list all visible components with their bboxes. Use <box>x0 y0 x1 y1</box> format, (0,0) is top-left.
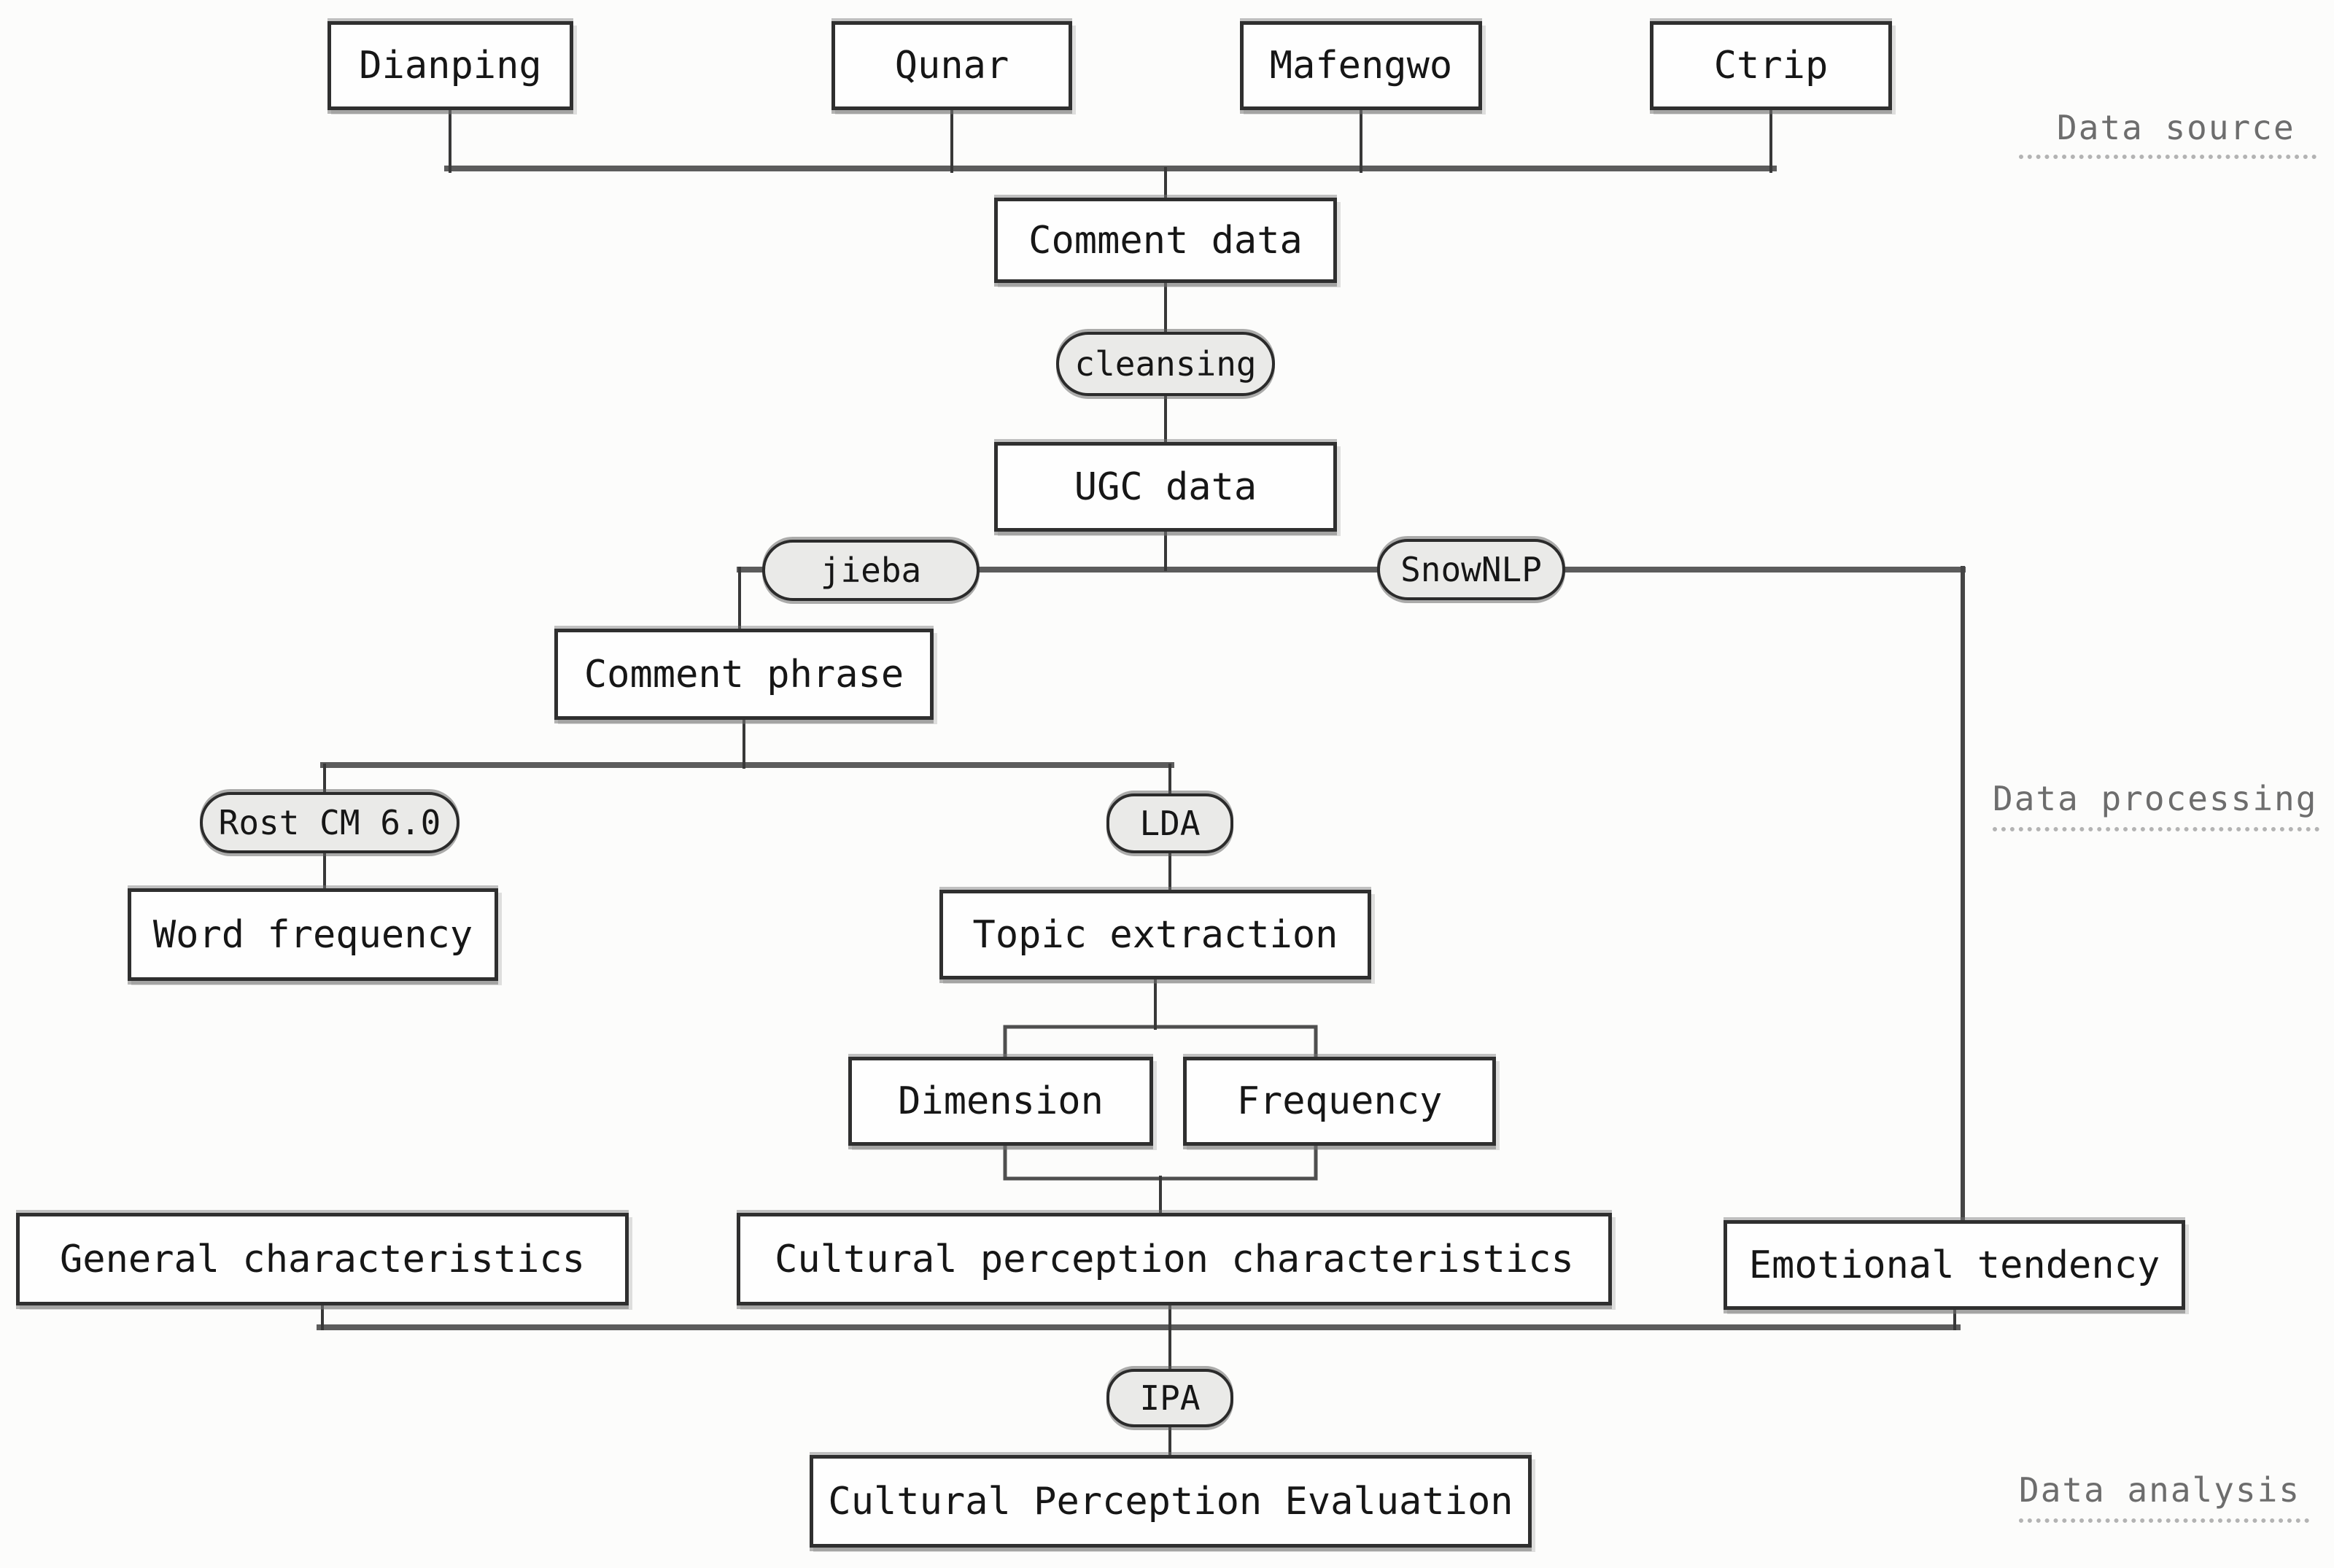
node-word-frequency: Word frequency <box>128 888 498 981</box>
node-frequency: Frequency <box>1183 1057 1496 1146</box>
dotted-underline <box>2019 155 2316 159</box>
connector-split-bracket-bottom <box>1003 1141 1318 1181</box>
operator-snownlp: SnowNLP <box>1377 539 1565 600</box>
node-ctrip: Ctrip <box>1650 21 1892 110</box>
stage-label-data-analysis: Data analysis <box>2019 1470 2301 1510</box>
operator-rost-cm: Rost CM 6.0 <box>200 792 460 853</box>
node-comment-phrase: Comment phrase <box>554 629 934 720</box>
dotted-underline <box>2019 1518 2309 1523</box>
node-cultural-perception-evaluation: Cultural Perception Evaluation <box>810 1455 1532 1548</box>
node-dianping: Dianping <box>327 21 573 110</box>
stage-label-data-source: Data source <box>2057 108 2295 147</box>
dotted-underline <box>1993 827 2319 831</box>
node-comment-data: Comment data <box>994 198 1337 283</box>
operator-jieba: jieba <box>762 540 980 601</box>
node-ugc-data: UGC data <box>994 442 1337 532</box>
node-mafengwo: Mafengwo <box>1240 21 1482 110</box>
node-emotional-tendency: Emotional tendency <box>1724 1220 2185 1310</box>
node-topic-extraction: Topic extraction <box>939 890 1371 979</box>
node-dimension: Dimension <box>848 1057 1153 1146</box>
connector-split-bracket-top <box>1003 1025 1318 1061</box>
node-general-characteristics: General characteristics <box>16 1213 629 1305</box>
stage-label-data-processing: Data processing <box>1993 779 2318 818</box>
operator-cleansing: cleansing <box>1056 332 1275 396</box>
node-cultural-perception-characteristics: Cultural perception characteristics <box>737 1213 1612 1305</box>
node-qunar: Qunar <box>831 21 1072 110</box>
operator-lda: LDA <box>1106 793 1233 853</box>
operator-ipa: IPA <box>1106 1369 1233 1427</box>
